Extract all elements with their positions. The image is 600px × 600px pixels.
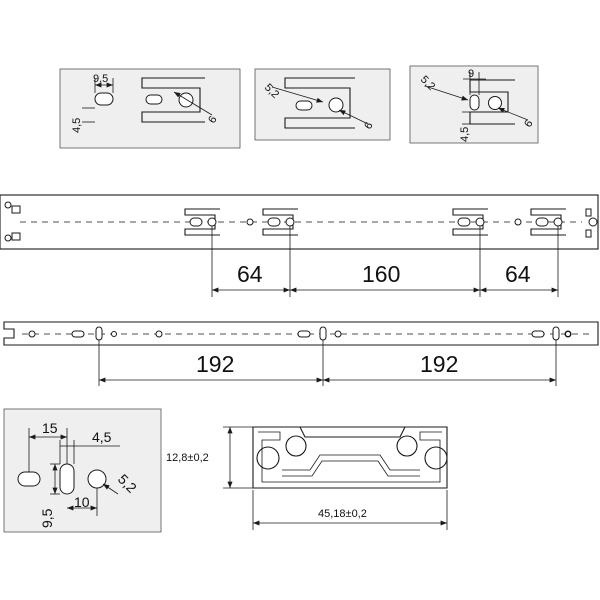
dim-160: 160 [362, 261, 400, 287]
detail-a-width-label: 9,5 [93, 73, 108, 85]
middle-rail: 192 192 [3, 321, 599, 386]
detail-c-height-label: 4,5 [459, 127, 471, 142]
detail-box-a: 9,5 4,5 6 [59, 68, 241, 149]
detail-c-width-label: 9 [468, 68, 474, 80]
detail-box-bottom: 15 4,5 10 9,5 5,2 [3, 408, 162, 533]
dim-64-right: 64 [505, 261, 531, 287]
dim-192-left: 192 [196, 351, 234, 377]
detail-a-radius-label: 6 [206, 114, 219, 125]
section-width-label: 45,18±0,2 [318, 508, 367, 520]
dim-192-right: 192 [420, 351, 458, 377]
top-rail: 64 160 64 [0, 194, 599, 297]
detail-box-c: 9 4,5 5,2 6 [409, 65, 539, 144]
dim-64-left: 64 [237, 261, 263, 287]
detail-c-radius-label: 6 [522, 118, 535, 129]
detail-box-b: 5,2 6 [254, 68, 391, 141]
detail-bottom-9-5-label: 9,5 [39, 508, 55, 528]
detail-bottom-10-label: 10 [74, 494, 90, 510]
cross-section: 12,8±0,2 45,18±0,2 [166, 426, 448, 530]
detail-b-radius-label: 6 [362, 120, 375, 131]
detail-bottom-15-label: 15 [42, 420, 58, 436]
section-height-label: 12,8±0,2 [166, 452, 209, 464]
detail-a-height-label: 4,5 [71, 118, 83, 133]
detail-bottom-4-5-label: 4,5 [92, 429, 112, 445]
